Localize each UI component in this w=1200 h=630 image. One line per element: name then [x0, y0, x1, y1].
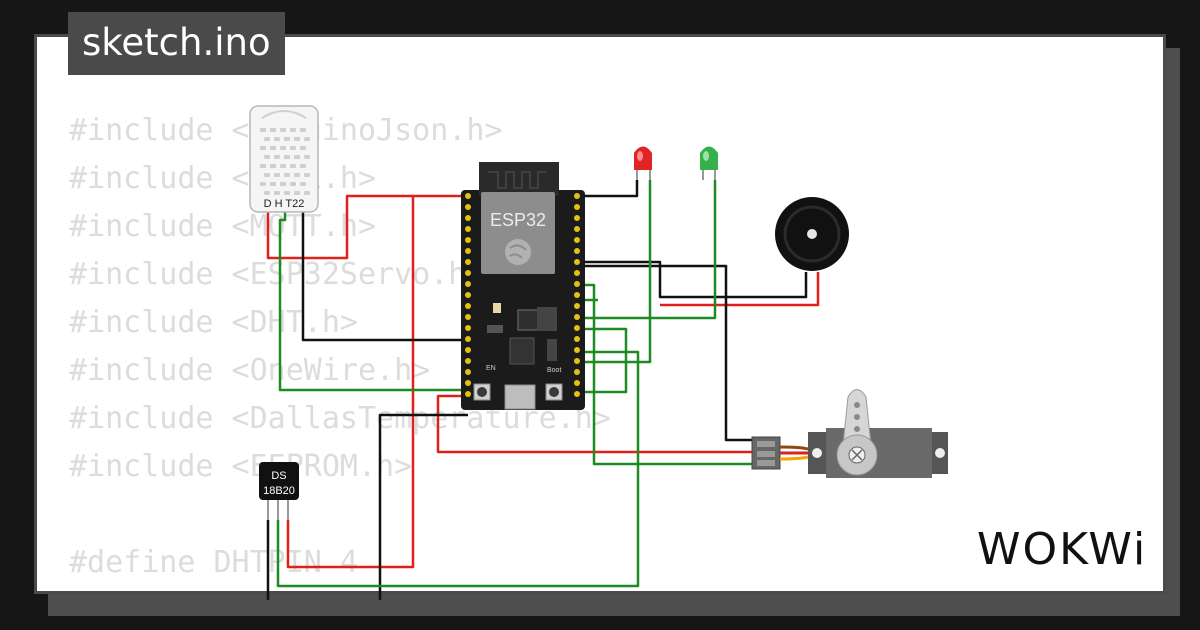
servo-motor[interactable] — [751, 389, 948, 479]
esp32-board[interactable]: ESP32 EN Boot — [461, 162, 585, 410]
header-pin[interactable] — [574, 369, 580, 375]
header-pin[interactable] — [465, 358, 471, 364]
header-pin[interactable] — [465, 270, 471, 276]
wire-servo-gnd — [577, 264, 752, 442]
boot-label: Boot — [547, 367, 561, 374]
header-pin[interactable] — [465, 193, 471, 199]
code-line: #include <OneWire.h> — [69, 353, 431, 388]
header-pin[interactable] — [465, 204, 471, 210]
red-led[interactable] — [634, 146, 652, 181]
header-pin[interactable] — [465, 303, 471, 309]
header-pin[interactable] — [465, 314, 471, 320]
green-led[interactable] — [700, 146, 718, 181]
header-pin[interactable] — [465, 369, 471, 375]
wire-ds18b20-data — [276, 350, 640, 588]
header-pin[interactable] — [574, 380, 580, 386]
header-pin[interactable] — [574, 314, 580, 320]
header-pin[interactable] — [574, 391, 580, 397]
header-pin[interactable] — [465, 259, 471, 265]
en-label: EN — [486, 365, 496, 372]
code-line: #include <EEPROM.h> — [69, 449, 413, 484]
buzzer[interactable] — [775, 197, 849, 271]
wire-ds18b20-vcc — [286, 196, 415, 569]
header-pin[interactable] — [465, 391, 471, 397]
ds18b20-label-bottom: 18B20 — [263, 485, 295, 497]
header-pin[interactable] — [574, 237, 580, 243]
header-pin[interactable] — [465, 380, 471, 386]
header-pin[interactable] — [574, 193, 580, 199]
ds18b20-label-top: DS — [271, 470, 286, 482]
header-pin[interactable] — [465, 226, 471, 232]
wire-green-led — [577, 180, 717, 320]
preview-card: #include <ArduinoJson.h>#include <WiFi.h… — [34, 34, 1166, 594]
header-pin[interactable] — [465, 292, 471, 298]
code-line: #include <DallasTemperature.h> — [69, 401, 611, 436]
header-pin[interactable] — [574, 226, 580, 232]
wokwi-logo: WOKWi — [977, 524, 1148, 575]
header-pin[interactable] — [574, 292, 580, 298]
header-pin[interactable] — [574, 248, 580, 254]
header-pin[interactable] — [574, 336, 580, 342]
file-tab-title: sketch.ino — [68, 12, 285, 75]
dht22-sensor[interactable]: D H T22 — [249, 105, 319, 213]
code-line: #include <ESP32Servo.h> — [69, 257, 485, 292]
header-pin[interactable] — [574, 325, 580, 331]
header-pin[interactable] — [574, 303, 580, 309]
header-pin[interactable] — [574, 358, 580, 364]
wire-led-gnd — [577, 180, 639, 198]
header-pin[interactable] — [574, 270, 580, 276]
espressif-logo-icon — [505, 239, 531, 265]
header-pin[interactable] — [465, 237, 471, 243]
wire-buzzer-positive — [660, 272, 820, 307]
usb-port — [504, 384, 536, 410]
wire-dht-data — [278, 210, 475, 392]
header-pin[interactable] — [465, 248, 471, 254]
wire-esp-gnd-down — [378, 413, 468, 600]
header-pin[interactable] — [574, 281, 580, 287]
header-pin[interactable] — [574, 215, 580, 221]
header-pin[interactable] — [574, 347, 580, 353]
dht-label: D H T22 — [264, 198, 305, 210]
header-pin[interactable] — [574, 259, 580, 265]
header-pin[interactable] — [574, 204, 580, 210]
header-pin[interactable] — [465, 215, 471, 221]
code-line: #include <DHT.h> — [69, 305, 358, 340]
header-pin[interactable] — [465, 347, 471, 353]
header-pin[interactable] — [465, 336, 471, 342]
wire-red-led — [577, 180, 652, 364]
wire-dht-vcc — [266, 194, 468, 260]
header-pin[interactable] — [465, 325, 471, 331]
wire-buzzer-gnd — [577, 260, 808, 299]
esp32-label: ESP32 — [490, 210, 546, 230]
wire-dht-gnd — [301, 210, 468, 342]
wire-esp-gpio-loop — [577, 327, 628, 394]
wire-servo-signal — [577, 283, 752, 466]
header-pin[interactable] — [465, 281, 471, 287]
ds18b20-sensor[interactable]: DS 18B20 — [259, 462, 299, 520]
